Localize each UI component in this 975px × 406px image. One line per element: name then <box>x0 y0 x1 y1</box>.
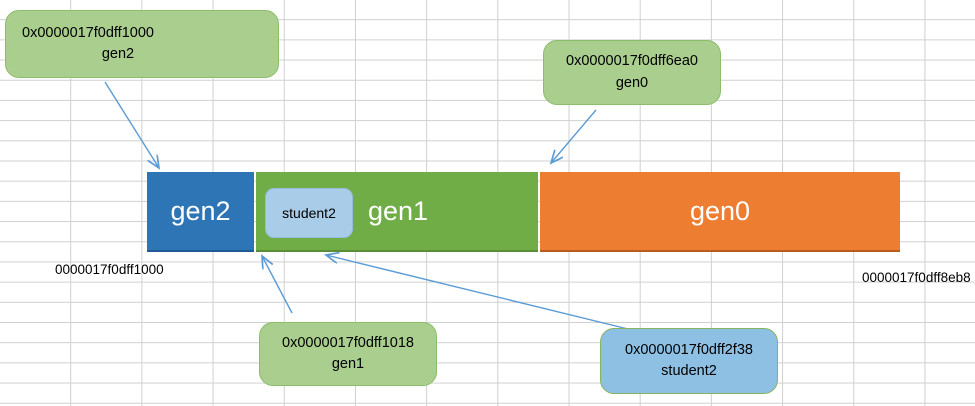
callout-gen0: 0x0000017f0dff6ea0 gen0 <box>543 40 721 105</box>
callout-student2-address: 0x0000017f0dff2f38 <box>625 341 753 358</box>
arrow-gen2-callout-to-block <box>104 81 159 168</box>
memory-block-gen2: gen2 <box>147 172 254 252</box>
callout-gen2: 0x0000017f0dff1000 gen2 <box>5 10 279 78</box>
memory-block-student2: student2 <box>265 188 353 238</box>
address-label-right: 0000017f0dff8eb8 <box>862 270 971 285</box>
memory-block-gen0: gen0 <box>540 172 900 252</box>
callout-gen0-symbol: gen0 <box>615 74 649 91</box>
callout-gen1-address: 0x0000017f0dff1018 <box>282 334 414 351</box>
callout-student2-symbol: student2 <box>661 363 717 379</box>
arrow-student2-callout-to-block <box>326 255 629 330</box>
memory-block-gen2-label: gen2 <box>170 195 231 226</box>
callout-gen0-address: 0x0000017f0dff6ea0 <box>566 53 698 70</box>
memory-block-student2-label: student2 <box>282 205 336 221</box>
arrow-gen0-callout-to-block <box>551 109 597 163</box>
callout-student2: 0x0000017f0dff2f38 student2 <box>600 328 778 394</box>
callout-gen2-symbol: gen2 <box>101 46 135 62</box>
arrow-gen1-callout-to-block <box>262 256 293 314</box>
callout-gen2-address: 0x0000017f0dff1000 <box>22 24 154 41</box>
memory-block-gen1-label: gen1 <box>368 195 429 226</box>
address-label-left: 0000017f0dff1000 <box>55 262 164 277</box>
callout-gen1-symbol: gen1 <box>331 356 365 372</box>
memory-block-gen0-label: gen0 <box>689 195 751 226</box>
callout-gen1: 0x0000017f0dff1018 gen1 <box>259 322 437 386</box>
